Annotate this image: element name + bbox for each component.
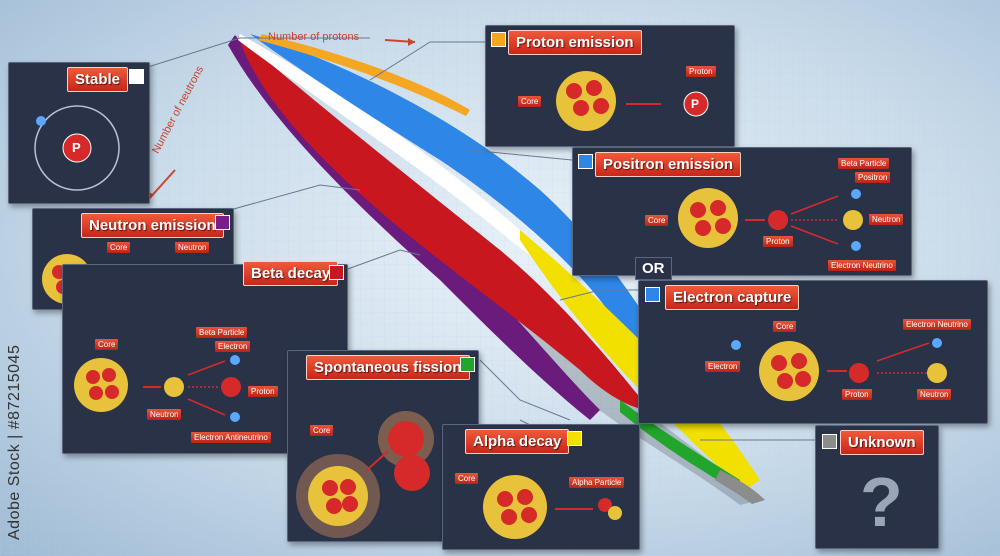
neutron-icon <box>927 363 947 383</box>
electron-icon <box>36 116 46 126</box>
nucleus-icon <box>74 358 128 412</box>
label-beta-particle: Beta Particle <box>838 158 890 169</box>
proton-icon <box>683 91 709 117</box>
alpha-decay-swatch <box>567 431 582 446</box>
alpha-decay-title: Alpha decay <box>465 429 570 454</box>
protons-axis-label: Number of protons <box>268 31 360 43</box>
proton-emission-panel: Proton emission Core Proton P <box>485 25 735 147</box>
positron-emission-swatch <box>578 154 593 169</box>
proton-emission-swatch <box>491 32 506 47</box>
neutrino-icon <box>851 241 861 251</box>
proton-icon <box>221 377 241 397</box>
antineutrino-icon <box>230 412 240 422</box>
unknown-title: Unknown <box>840 430 924 455</box>
alpha-particle-icon <box>598 498 612 512</box>
nucleus-icon <box>678 188 738 248</box>
label-core: Core <box>773 321 797 332</box>
electron-icon <box>731 340 741 350</box>
band-unknown <box>715 470 765 504</box>
beta-decay-title: Beta decay <box>243 261 339 286</box>
neutron-emission-swatch <box>215 215 230 230</box>
fragment-icon <box>388 421 424 457</box>
spontaneous-fission-swatch <box>460 357 475 372</box>
neutron-icon <box>843 210 863 230</box>
label-core: Core <box>107 242 131 253</box>
band-stable <box>238 34 630 346</box>
label-core: Core <box>95 339 119 350</box>
label-proton: Proton <box>686 66 716 77</box>
label-neutron: Neutron <box>869 214 904 225</box>
label-electron: Electron <box>705 361 741 372</box>
or-label: OR <box>635 257 672 280</box>
electron-capture-panel: Electron capture Core Electron Electron … <box>638 280 988 424</box>
label-electron-neutrino: Electron Neutrino <box>828 260 896 271</box>
nucleus-icon <box>759 341 819 401</box>
spontaneous-fission-panel: Spontaneous fission Core <box>287 350 479 542</box>
stable-swatch <box>129 69 144 84</box>
label-core: Core <box>455 473 479 484</box>
stable-panel: Stable P <box>8 62 150 204</box>
proton-icon <box>849 363 869 383</box>
neutron-icon <box>164 377 184 397</box>
label-electron-antineutrino: Electron Antineutrino <box>191 432 271 443</box>
electron-capture-swatch <box>645 287 660 302</box>
positron-icon <box>851 189 861 199</box>
label-electron-neutrino: Electron Neutrino <box>903 319 971 330</box>
proton-emission-title: Proton emission <box>508 30 642 55</box>
band-beta-decay <box>238 36 650 410</box>
electron-capture-title: Electron capture <box>665 285 800 310</box>
beta-decay-swatch <box>329 265 344 280</box>
stable-nucleon-label: P <box>72 140 81 155</box>
nucleus-icon <box>308 466 368 526</box>
label-neutron: Neutron <box>917 389 952 400</box>
neutron-emission-title: Neutron emission <box>81 213 224 238</box>
label-proton: Proton <box>842 389 872 400</box>
stable-title: Stable <box>67 67 129 92</box>
neutrino-icon <box>932 338 942 348</box>
band-proton-emission <box>258 34 470 116</box>
label-proton: Proton <box>763 236 793 247</box>
watermark: Adobe Stock | #87215045 <box>6 344 23 540</box>
label-core: Core <box>518 96 542 107</box>
proton-icon <box>62 133 92 163</box>
positron-emission-title: Positron emission <box>595 152 742 177</box>
label-core: Core <box>310 425 334 436</box>
proton-nucleon-label: P <box>691 97 700 111</box>
electron-icon <box>230 355 240 365</box>
label-electron: Electron <box>215 341 251 352</box>
question-mark-icon: ? <box>860 463 903 541</box>
label-core: Core <box>645 215 669 226</box>
label-positron: Positron <box>855 172 891 183</box>
label-beta-particle: Beta Particle <box>196 327 248 338</box>
label-neutron: Neutron <box>147 409 182 420</box>
label-proton: Proton <box>248 386 278 397</box>
alpha-decay-panel: Alpha decay Core Alpha Particle <box>442 424 640 550</box>
label-alpha-particle: Alpha Particle <box>569 477 625 488</box>
positron-emission-panel: Positron emission Core Proton Beta Parti… <box>572 147 912 276</box>
proton-icon <box>768 210 788 230</box>
unknown-swatch <box>822 434 837 449</box>
unknown-panel: Unknown ? <box>815 425 939 549</box>
label-neutron: Neutron <box>175 242 210 253</box>
nucleus-icon <box>483 475 547 539</box>
